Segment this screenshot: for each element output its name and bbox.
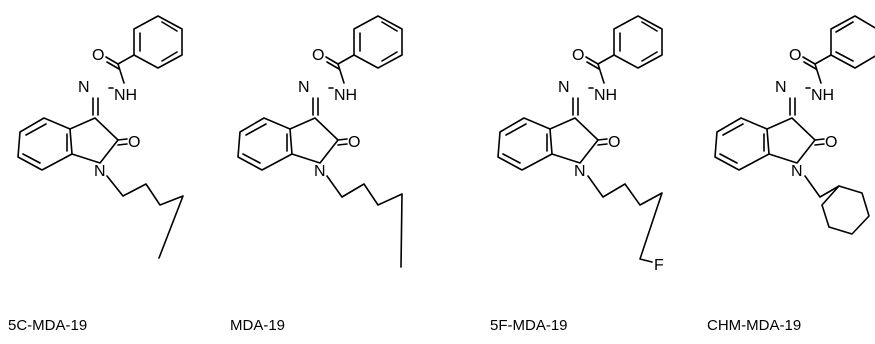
compound-name: 5C-MDA-19 (8, 317, 87, 334)
nh-label: NH (811, 87, 834, 104)
compound-5f-mda-19: O N NH O N F 5F-MDA-19 (490, 15, 664, 334)
molecule-bonds (17, 15, 184, 259)
ring-nitrogen-label: N (94, 163, 106, 180)
imine-nitrogen-label: N (78, 79, 90, 96)
ring-nitrogen-label: N (314, 163, 326, 180)
imine-nitrogen-label: N (558, 79, 570, 96)
imine-nitrogen-label: N (298, 79, 310, 96)
carbonyl-oxygen-label: O (92, 47, 104, 64)
molecule-bonds (497, 15, 663, 263)
carbonyl-oxygen-label: O (312, 47, 324, 64)
lactam-oxygen-label: O (608, 134, 620, 151)
ring-nitrogen-label: N (791, 163, 803, 180)
carbonyl-oxygen-label: O (572, 47, 584, 64)
compound-name: MDA-19 (230, 317, 285, 334)
nh-label: NH (114, 87, 137, 104)
molecule-bonds (237, 15, 403, 268)
molecule-bonds (714, 15, 875, 235)
imine-nitrogen-label: N (775, 79, 787, 96)
compound-chm-mda-19: O N NH O N CHM-MDA-19 (707, 15, 875, 334)
lactam-oxygen-label: O (348, 134, 360, 151)
ring-nitrogen-label: N (574, 163, 586, 180)
nh-label: NH (594, 87, 617, 104)
carbonyl-oxygen-label: O (789, 47, 801, 64)
compound-name: 5F-MDA-19 (490, 317, 568, 334)
nh-label: NH (334, 87, 357, 104)
fluorine-label: F (654, 257, 664, 274)
lactam-oxygen-label: O (825, 134, 837, 151)
compound-5c-mda-19: O N NH O N 5C-MDA-19 (8, 15, 184, 334)
compound-name: CHM-MDA-19 (707, 317, 801, 334)
compound-mda-19: O N NH O N MDA-19 (230, 15, 403, 334)
lactam-oxygen-label: O (128, 134, 140, 151)
